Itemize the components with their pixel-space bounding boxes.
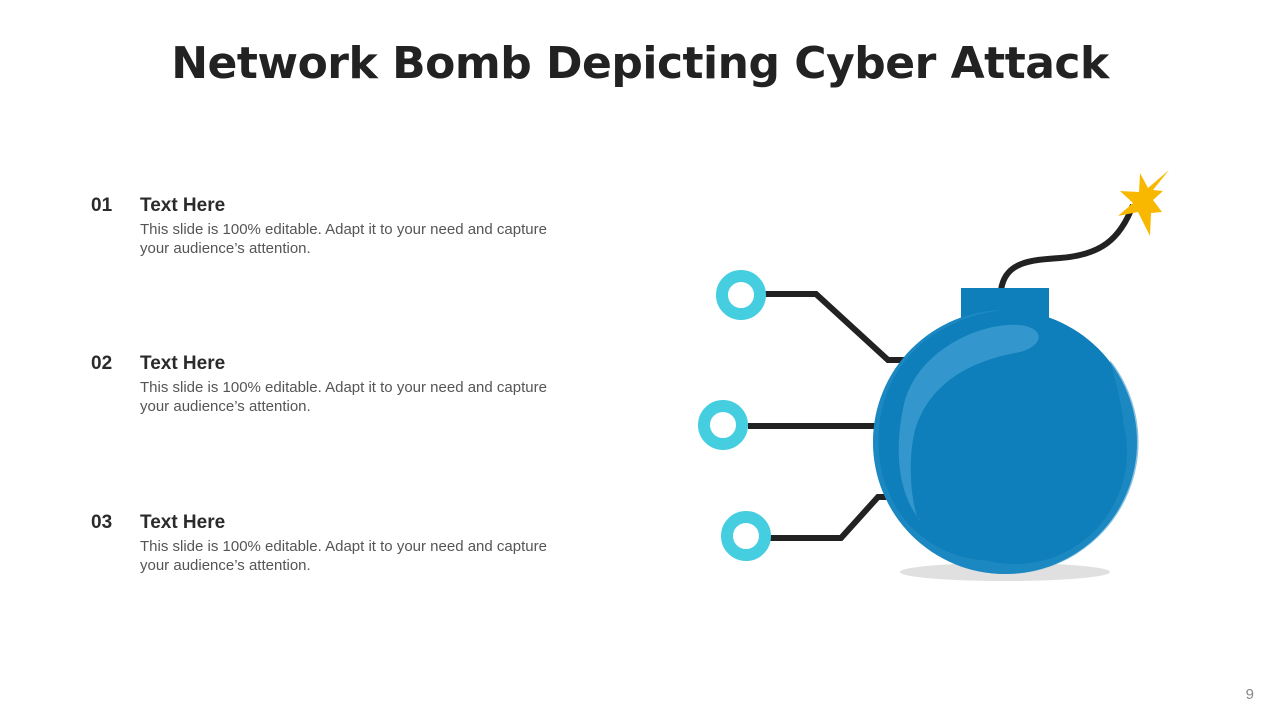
item-heading: Text Here xyxy=(140,512,226,533)
node-ring-bottom xyxy=(721,511,771,561)
item-number: 03 xyxy=(91,512,113,533)
bomb-fuse xyxy=(998,203,1136,291)
item-description: This slide is 100% editable. Adapt it to… xyxy=(140,379,547,415)
item-heading: Text Here xyxy=(140,195,226,216)
bomb-core xyxy=(903,340,1127,564)
page-number: 9 xyxy=(1245,686,1254,703)
item-number: 01 xyxy=(91,195,113,216)
item-description: This slide is 100% editable. Adapt it to… xyxy=(140,221,547,257)
spark-icon xyxy=(1118,170,1169,236)
node-ring-middle xyxy=(698,400,748,450)
item-heading: Text Here xyxy=(140,353,226,374)
slide-title: Network Bomb Depicting Cyber Attack xyxy=(171,38,1109,89)
wire-top xyxy=(764,291,910,363)
item-number: 02 xyxy=(91,353,113,374)
node-ring-top xyxy=(716,270,766,320)
bomb-gloss xyxy=(898,324,1039,520)
wire-bottom xyxy=(770,494,895,541)
item-description: This slide is 100% editable. Adapt it to… xyxy=(140,538,547,574)
